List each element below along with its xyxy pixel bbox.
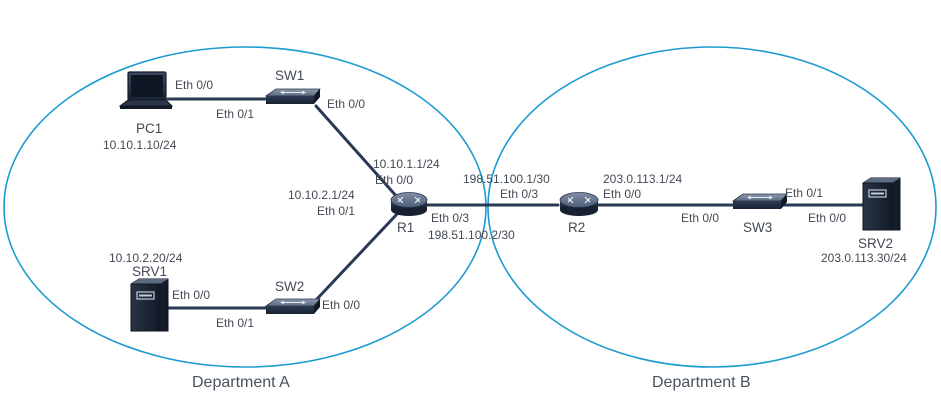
r2-router-icon[interactable] [559,192,599,217]
pc1-ip-label: 10.10.1.10/24 [103,138,177,152]
srv2-server-icon[interactable] [862,177,901,231]
pc1-name-label: PC1 [136,121,162,136]
sw2-port-srv-label: Eth 0/1 [216,316,254,330]
srv2-ip-label: 203.0.113.30/24 [821,251,907,265]
r1-eth01-ip-label: 10.10.2.1/24 [288,188,355,202]
srv1-name-label: SRV1 [132,264,167,279]
r2-name-label: R2 [568,220,585,235]
r2-eth03-ip-label: 198.51.100.1/30 [463,172,550,186]
link-sw1-r1 [314,104,400,200]
r1-router-icon[interactable] [390,192,428,217]
link-sw2-r1 [314,211,400,302]
r2-eth00-ip-label: 203.0.113.1/24 [603,172,683,186]
sw2-port-uplink-label: Eth 0/0 [322,298,360,312]
sw1-port-pc-label: Eth 0/1 [216,107,254,121]
r2-eth03-port-label: Eth 0/3 [500,187,538,201]
r1-name-label: R1 [397,220,414,235]
srv1-ip-label: 10.10.2.20/24 [109,251,183,265]
sw1-port-uplink-label: Eth 0/0 [327,97,365,111]
sw2-switch-icon[interactable] [264,298,321,314]
r2-eth00-port-label: Eth 0/0 [603,187,641,201]
srv1-server-icon[interactable] [130,278,169,332]
srv2-port-label: Eth 0/0 [808,211,846,225]
r1-eth00-ip-label: 10.10.1.1/24 [373,157,440,171]
srv1-port-label: Eth 0/0 [172,288,210,302]
sw1-name-label: SW1 [275,68,304,83]
pc1-laptop-icon[interactable] [118,71,174,109]
r1-eth00-port-label: Eth 0/0 [375,173,413,187]
pc1-port-label: Eth 0/0 [175,78,213,92]
r1-eth03-ip-label: 198.51.100.2/30 [428,228,515,242]
sw3-name-label: SW3 [743,220,772,235]
sw3-switch-icon[interactable] [731,193,788,209]
sw2-name-label: SW2 [275,279,304,294]
department-a-boundary [3,46,487,368]
department-b-label: Department B [652,374,751,391]
srv2-name-label: SRV2 [858,236,893,251]
r1-eth01-port-label: Eth 0/1 [317,204,355,218]
department-a-label: Department A [192,374,290,391]
sw3-port-srv-label: Eth 0/1 [785,186,823,200]
links [164,97,870,310]
sw1-switch-icon[interactable] [264,88,321,104]
sw3-port-r2-label: Eth 0/0 [681,211,719,225]
department-b-boundary [487,46,937,368]
r1-eth03-port-label: Eth 0/3 [431,211,469,225]
